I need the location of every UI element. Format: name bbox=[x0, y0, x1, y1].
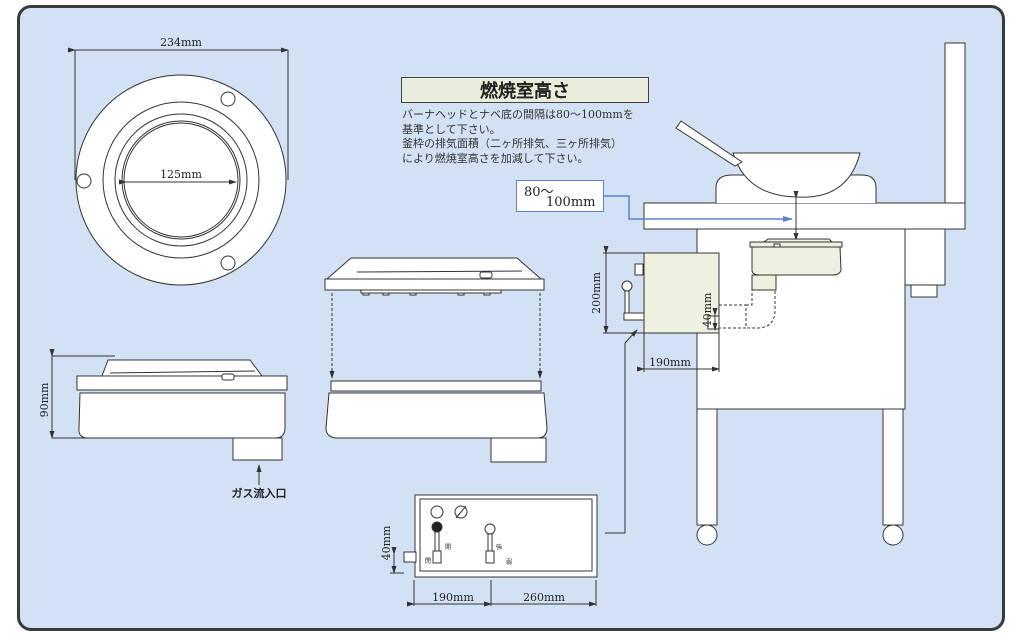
burner-cap bbox=[101, 359, 263, 377]
inner-diameter-label: 125mm bbox=[160, 168, 202, 181]
burner-body bbox=[78, 392, 286, 439]
burner-base-rim bbox=[330, 380, 542, 392]
control-box-inner bbox=[419, 498, 593, 572]
backsplash-wall bbox=[944, 42, 966, 230]
pilot-window-icon[interactable] bbox=[430, 505, 444, 519]
ring-circle bbox=[102, 101, 260, 259]
range-line-1: 80〜 bbox=[524, 185, 554, 200]
caster-wheel bbox=[882, 524, 904, 546]
installed-burner-pipe bbox=[751, 274, 777, 291]
note-line: 釜枠の排気面積（二ヶ所排気、三ヶ所排気） bbox=[402, 137, 622, 150]
control-height-label: 40mm bbox=[380, 525, 393, 560]
gas-inlet-pipe bbox=[490, 437, 547, 463]
cabinet-leg bbox=[696, 408, 718, 526]
wok-handle bbox=[675, 120, 743, 167]
burner-head-flange bbox=[324, 278, 545, 291]
side-port bbox=[403, 551, 417, 563]
lever-label-open: 開 bbox=[445, 544, 451, 551]
box-width-label: 190mm bbox=[649, 356, 691, 369]
burner-head bbox=[325, 257, 543, 280]
ring-circle bbox=[114, 113, 248, 247]
instruction-note: バーナヘッドとナベ底の間隔は80〜100mmを 基準として下さい。 釜枠の排気面… bbox=[402, 108, 672, 166]
gas-inlet-pipe bbox=[232, 437, 283, 461]
side-knob bbox=[621, 280, 633, 292]
range-pointer-line bbox=[604, 195, 793, 222]
caster-wheel bbox=[696, 524, 718, 546]
burner-top-view bbox=[68, 47, 289, 286]
cabinet-leg bbox=[882, 408, 904, 526]
cabinet-side-panel bbox=[904, 228, 946, 286]
pipe-height-label: 40mm bbox=[701, 292, 714, 327]
lever-label-strong: 強 bbox=[496, 543, 502, 551]
note-line: により燃焼室高さを加減して下さい。 bbox=[402, 151, 589, 165]
gas-elbow-dashed bbox=[746, 289, 776, 329]
burner-base-body bbox=[325, 392, 548, 439]
gas-cock-lever[interactable] bbox=[431, 521, 443, 564]
note-line: 基準として下さい。 bbox=[402, 122, 501, 136]
burner-exploded-view bbox=[324, 257, 548, 463]
mounting-hole bbox=[220, 91, 236, 107]
outer-diameter-label: 234mm bbox=[160, 36, 202, 49]
burner-side-view bbox=[49, 349, 288, 485]
mounting-hole bbox=[220, 255, 236, 271]
control-box-side bbox=[643, 252, 720, 334]
range-line-2: 100mm bbox=[546, 195, 596, 210]
gas-inlet-label: ガス流入口 bbox=[232, 486, 287, 500]
cabinet-foot bbox=[910, 284, 938, 298]
air-adjust-lever[interactable] bbox=[484, 523, 496, 564]
leader-arrow bbox=[624, 329, 638, 344]
installed-burner-body bbox=[751, 246, 842, 276]
control-box bbox=[390, 329, 638, 607]
installation-view bbox=[603, 42, 966, 546]
lever-label-weak: 弱 bbox=[506, 559, 512, 566]
box-height-label: 200mm bbox=[590, 272, 603, 314]
counter-top bbox=[643, 202, 966, 230]
section-title: 燃焼室高さ bbox=[401, 77, 649, 103]
burner-flange bbox=[76, 375, 288, 391]
lever-label-close: 閉 bbox=[425, 558, 431, 565]
control-width-left-label: 190mm bbox=[432, 591, 474, 604]
control-width-right-label: 260mm bbox=[523, 591, 565, 604]
note-line: バーナヘッドとナベ底の間隔は80〜100mmを bbox=[402, 108, 634, 121]
gap-range-callout: 80〜 100mm bbox=[516, 180, 604, 212]
burner-port-row bbox=[360, 289, 502, 296]
leader-line bbox=[605, 343, 626, 534]
height-90-label: 90mm bbox=[38, 382, 51, 417]
mounting-hole bbox=[76, 173, 92, 189]
